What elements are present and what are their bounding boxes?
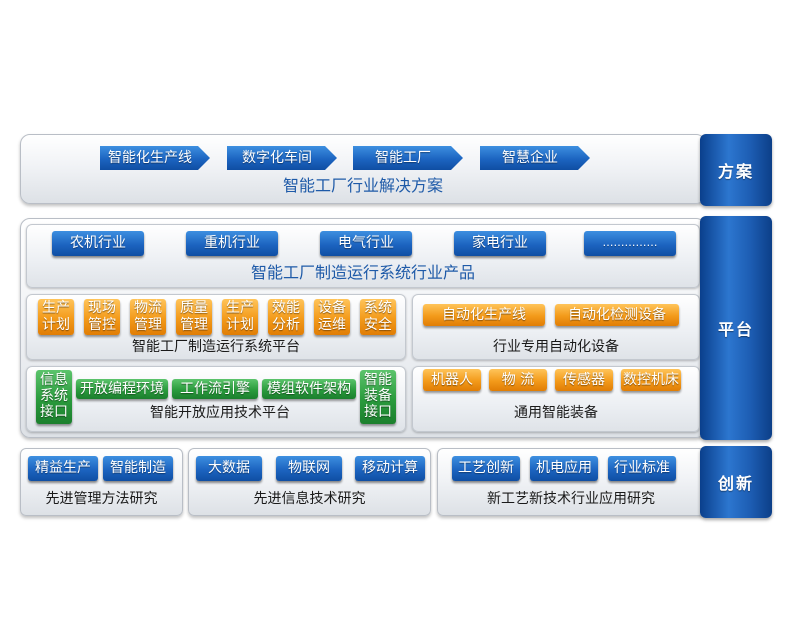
mes-module-label: 运维 [318, 317, 346, 333]
tab-solution-label: 方案 [717, 162, 754, 181]
mes-module-label: 系统 [364, 300, 392, 316]
research-process-innovation[interactable]: 工艺创新 [452, 456, 520, 481]
research-mobile-computing[interactable]: 移动计算 [355, 456, 425, 481]
tab-platform[interactable]: 平台 [700, 216, 772, 440]
automation-inspection-equipment[interactable]: 自动化检测设备 [555, 304, 679, 326]
mes-module-logistics[interactable]: 物流管理 [130, 299, 166, 335]
mes-module-label: 现场 [88, 300, 116, 316]
mes-module-label: 计划 [42, 317, 70, 333]
mes-module-label: 管控 [88, 317, 116, 333]
management-research-title: 先进管理方法研究 [45, 491, 158, 507]
industry-electrical[interactable]: 电气行业 [320, 231, 412, 256]
mes-module-label: 质量 [180, 300, 208, 316]
interface-label: 智能 [364, 372, 392, 388]
smart-equipment-interface[interactable]: 智能装备接口 [360, 370, 396, 424]
industry-products-title: 智能工厂制造运行系统行业产品 [250, 263, 475, 282]
mes-module-label: 分析 [272, 317, 300, 333]
research-industry-standards[interactable]: 行业标准 [608, 456, 676, 481]
mes-module-quality[interactable]: 质量管理 [176, 299, 212, 335]
step-smart-factory[interactable]: 智能工厂 [353, 146, 463, 170]
tab-innovation[interactable]: 创新 [700, 446, 772, 518]
mes-platform-title: 智能工厂制造运行系统平台 [132, 339, 300, 355]
industry-more[interactable]: …………… [584, 231, 676, 256]
step-smart-enterprise[interactable]: 智慧企业 [480, 146, 590, 170]
tool-module-architecture[interactable]: 模组软件架构 [262, 379, 356, 399]
mes-module-label: 生产 [42, 300, 70, 316]
info-system-interface[interactable]: 信息系统接口 [36, 370, 72, 424]
tab-platform-label: 平台 [717, 320, 754, 339]
mes-module-site-control[interactable]: 现场管控 [84, 299, 120, 335]
mes-module-equipment-ops[interactable]: 设备运维 [314, 299, 350, 335]
equipment-logistics[interactable]: 物 流 [489, 369, 547, 391]
mes-module-production-plan[interactable]: 生产计划 [38, 299, 74, 335]
mes-module-system-security[interactable]: 系统安全 [360, 299, 396, 335]
tool-workflow-engine[interactable]: 工作流引擎 [172, 379, 258, 399]
equipment-cnc[interactable]: 数控机床 [621, 369, 681, 391]
industry-heavy-machinery[interactable]: 重机行业 [186, 231, 278, 256]
mes-module-label: 效能 [272, 300, 300, 316]
research-lean-production[interactable]: 精益生产 [28, 456, 98, 481]
industry-agri-machinery[interactable]: 农机行业 [52, 231, 144, 256]
tool-programming-env[interactable]: 开放编程环境 [76, 379, 168, 399]
automation-title: 行业专用自动化设备 [493, 339, 619, 355]
mes-module-label: 管理 [180, 317, 208, 333]
mes-module-label: 管理 [134, 317, 162, 333]
research-iot[interactable]: 物联网 [276, 456, 342, 481]
open-platform-box [26, 366, 406, 432]
industry-home-appliance[interactable]: 家电行业 [454, 231, 546, 256]
mes-module-production-plan-2[interactable]: 生产计划 [222, 299, 258, 335]
mes-module-efficiency[interactable]: 效能分析 [268, 299, 304, 335]
mes-module-label: 设备 [318, 300, 346, 316]
tab-innovation-label: 创新 [717, 474, 754, 493]
equipment-robot[interactable]: 机器人 [423, 369, 481, 391]
interface-label: 接口 [364, 404, 392, 420]
mes-module-label: 物流 [134, 300, 162, 316]
mes-module-label: 生产 [226, 300, 254, 316]
interface-label: 系统 [40, 388, 68, 404]
step-digital-workshop[interactable]: 数字化车间 [227, 146, 337, 170]
research-smart-manufacturing[interactable]: 智能制造 [103, 456, 173, 481]
step-smart-production-line[interactable]: 智能化生产线 [100, 146, 210, 170]
mes-module-label: 计划 [226, 317, 254, 333]
interface-label: 信息 [40, 372, 68, 388]
info-tech-research-title: 先进信息技术研究 [253, 491, 366, 507]
equipment-sensor[interactable]: 传感器 [555, 369, 613, 391]
equipment-title: 通用智能装备 [514, 405, 598, 421]
research-mechatronics[interactable]: 机电应用 [530, 456, 598, 481]
open-platform-title: 智能开放应用技术平台 [150, 405, 290, 421]
mes-module-label: 安全 [364, 317, 392, 333]
new-tech-research-title: 新工艺新技术行业应用研究 [487, 491, 655, 507]
interface-label: 装备 [364, 388, 392, 404]
automation-production-line[interactable]: 自动化生产线 [423, 304, 545, 326]
tab-solution[interactable]: 方案 [700, 134, 772, 206]
solution-title: 智能工厂行业解决方案 [282, 176, 443, 195]
interface-label: 接口 [40, 404, 68, 420]
research-big-data[interactable]: 大数据 [196, 456, 262, 481]
